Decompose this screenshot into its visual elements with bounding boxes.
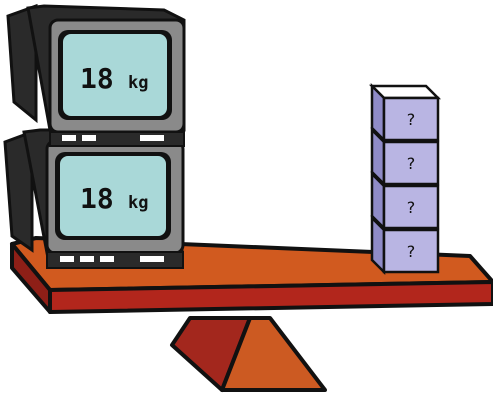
monitor-bottom-unit: kg xyxy=(128,193,148,213)
monitor-top-screen xyxy=(63,34,167,116)
monitor-top-unit: kg xyxy=(128,73,148,93)
mystery-box-label: ? xyxy=(407,198,416,217)
mystery-box: ? xyxy=(370,126,440,188)
mystery-box-label: ? xyxy=(407,110,416,129)
mystery-box-label: ? xyxy=(407,154,416,173)
mystery-box-stack: ? ? ? ? xyxy=(368,82,442,276)
monitor-top: 18 kg xyxy=(6,3,186,147)
monitor-bottom-value: 18 xyxy=(80,182,114,215)
mystery-box-label: ? xyxy=(407,242,416,261)
mystery-box: ? xyxy=(368,82,442,144)
fulcrum xyxy=(170,316,327,392)
monitor-bottom-screen xyxy=(60,156,166,236)
monitor-bottom: 18 kg xyxy=(3,128,185,269)
mystery-box: ? xyxy=(370,170,440,232)
monitor-top-value: 18 xyxy=(80,62,114,95)
mystery-box: ? xyxy=(370,214,440,276)
